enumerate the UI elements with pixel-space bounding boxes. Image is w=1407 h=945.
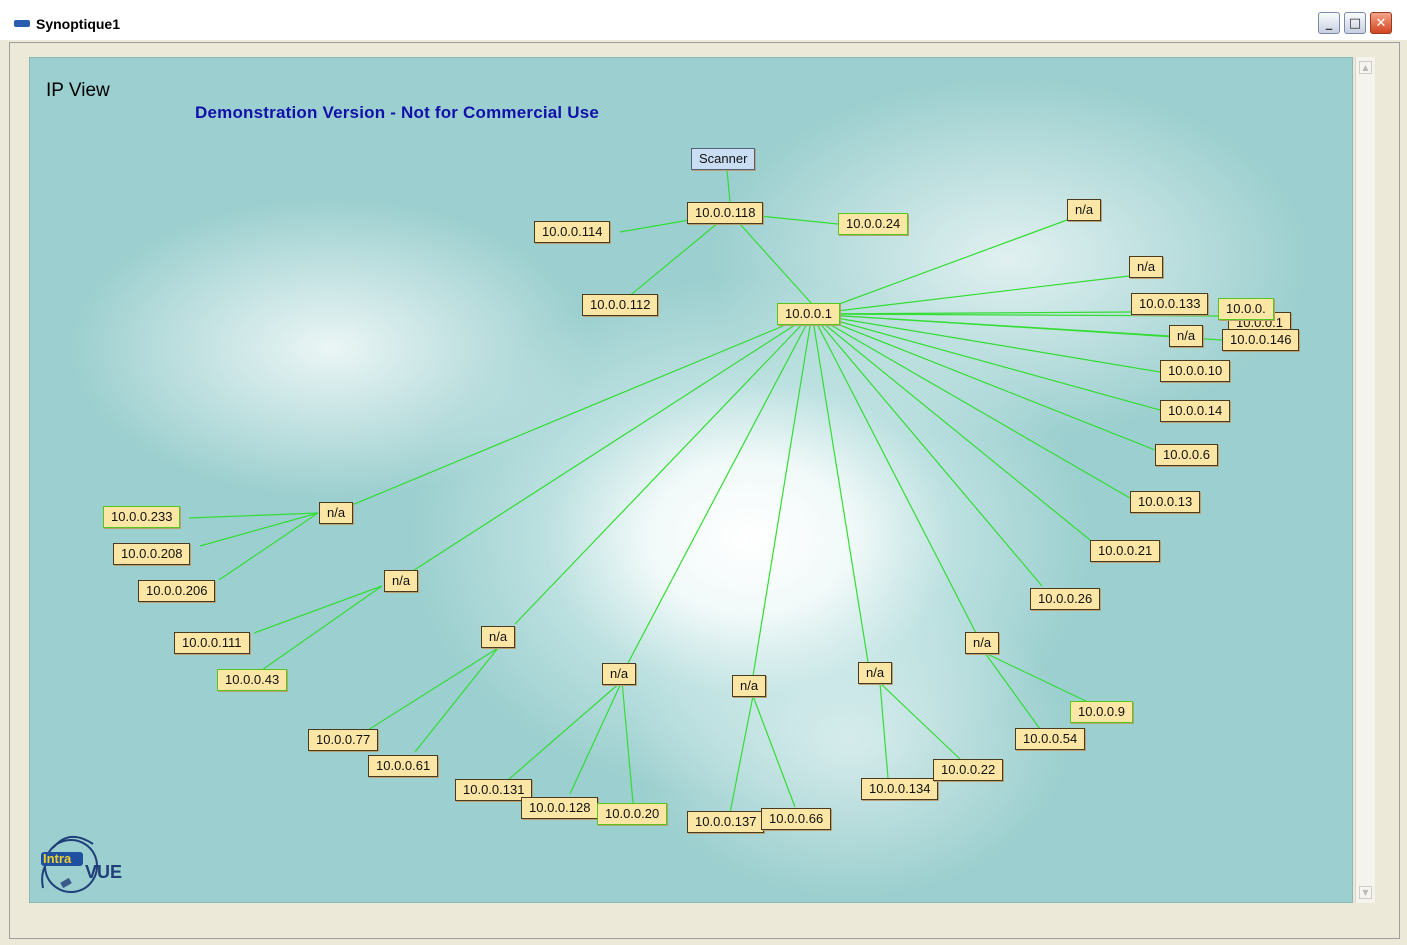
node-10-0-0-114[interactable]: 10.0.0.114 [534,221,611,243]
node-10-0-0-77[interactable]: 10.0.0.77 [308,729,379,751]
node-10-0-0-9[interactable]: 10.0.0.9 [1070,701,1133,723]
close-icon: ✕ [1375,15,1387,31]
node-na[interactable]: n/a [965,632,1000,654]
link [811,313,1131,499]
link [627,313,813,664]
minimize-icon: _ [1325,15,1333,31]
node-10-0-0-6[interactable]: 10.0.0.6 [1155,444,1218,466]
link [514,313,813,625]
node-na[interactable]: n/a [858,662,893,684]
node-10-0-0-20[interactable]: 10.0.0.20 [597,803,668,825]
intravue-logo: Intra VUE [41,836,122,893]
link [811,219,1068,315]
link [984,652,1041,730]
network-canvas[interactable]: IP View Demonstration Version - Not for … [29,57,1353,903]
network-links [188,169,1223,814]
node-10-0-0-1[interactable]: 10.0.0.1 [777,303,840,325]
node-10-0-0-21[interactable]: 10.0.0.21 [1090,540,1161,562]
minimize-button[interactable]: _ [1318,12,1340,34]
link [253,585,383,634]
link [569,680,623,795]
link [621,680,634,804]
link [507,680,623,781]
node-scanner[interactable]: Scanner [691,148,756,170]
link [879,682,889,779]
node-10-0-0-10[interactable]: 10.0.0.10 [1160,360,1231,382]
maximize-icon: □ [1348,15,1362,31]
link [261,585,383,671]
maximize-button[interactable]: □ [1344,12,1366,34]
node-10-0-0-206[interactable]: 10.0.0.206 [138,580,216,602]
link [811,313,977,634]
node-10-0-0-54[interactable]: 10.0.0.54 [1015,728,1086,750]
link [752,313,813,677]
link [811,313,1219,317]
app-icon [14,20,30,27]
node-10-0-0-118[interactable]: 10.0.0.118 [687,202,764,224]
node-10-0-0-13[interactable]: 10.0.0.13 [1130,491,1201,513]
link [339,313,813,511]
node-10-0-0-14[interactable]: 10.0.0.14 [1160,400,1231,422]
node-na[interactable]: n/a [732,675,767,697]
node-na[interactable]: n/a [1067,199,1102,221]
scroll-down-icon[interactable]: ▼ [1359,886,1372,899]
link [729,695,754,814]
link [218,512,319,581]
node-10-0-0-208[interactable]: 10.0.0.208 [113,543,191,565]
link [811,313,1223,341]
node-10-0-0-22[interactable]: 10.0.0.22 [933,759,1004,781]
link [811,313,1091,541]
vertical-scrollbar[interactable]: ▲ ▼ [1355,57,1375,903]
window-title: Synoptique1 [36,16,121,32]
link [626,212,731,299]
link [414,647,499,753]
scroll-up-icon[interactable]: ▲ [1359,61,1372,74]
view-title: IP View [46,80,110,101]
link [729,212,813,305]
link [811,313,1043,587]
svg-text:VUE: VUE [85,862,122,882]
link [367,647,499,731]
link [811,313,1156,451]
node-na[interactable]: n/a [319,502,354,524]
link [811,313,869,663]
node-10-0-0[interactable]: 10.0.0. [1218,298,1274,320]
link [811,275,1130,315]
link [199,512,319,547]
node-10-0-0-111[interactable]: 10.0.0.111 [174,632,250,654]
node-10-0-0-146[interactable]: 10.0.0.146 [1222,329,1300,351]
node-10-0-0-26[interactable]: 10.0.0.26 [1030,588,1101,610]
close-button[interactable]: ✕ [1370,12,1392,34]
node-na[interactable]: n/a [481,626,516,648]
node-10-0-0-66[interactable]: 10.0.0.66 [761,808,832,830]
node-10-0-0-112[interactable]: 10.0.0.112 [582,294,659,316]
link [984,652,1091,704]
node-10-0-0-61[interactable]: 10.0.0.61 [368,755,439,777]
node-na[interactable]: n/a [384,570,419,592]
node-10-0-0-134[interactable]: 10.0.0.134 [861,778,939,800]
node-na[interactable]: n/a [602,663,637,685]
node-10-0-0-131[interactable]: 10.0.0.131 [455,779,533,801]
link [752,695,796,808]
node-10-0-0-24[interactable]: 10.0.0.24 [838,213,909,235]
node-10-0-0-133[interactable]: 10.0.0.133 [1131,293,1209,315]
node-10-0-0-128[interactable]: 10.0.0.128 [521,797,599,819]
link [811,313,1161,411]
node-na[interactable]: n/a [1129,256,1164,278]
link [726,169,731,203]
link [879,682,961,760]
node-10-0-0-233[interactable]: 10.0.0.233 [103,506,181,528]
node-na[interactable]: n/a [1169,325,1204,347]
link [811,313,1161,373]
demo-banner: Demonstration Version - Not for Commerci… [195,103,600,122]
window-titlebar: Synoptique1 _ □ ✕ [0,0,1407,40]
node-10-0-0-137[interactable]: 10.0.0.137 [687,811,765,833]
node-10-0-0-43[interactable]: 10.0.0.43 [217,669,288,691]
link [407,313,813,575]
svg-text:Intra: Intra [43,851,72,866]
link [188,512,319,519]
